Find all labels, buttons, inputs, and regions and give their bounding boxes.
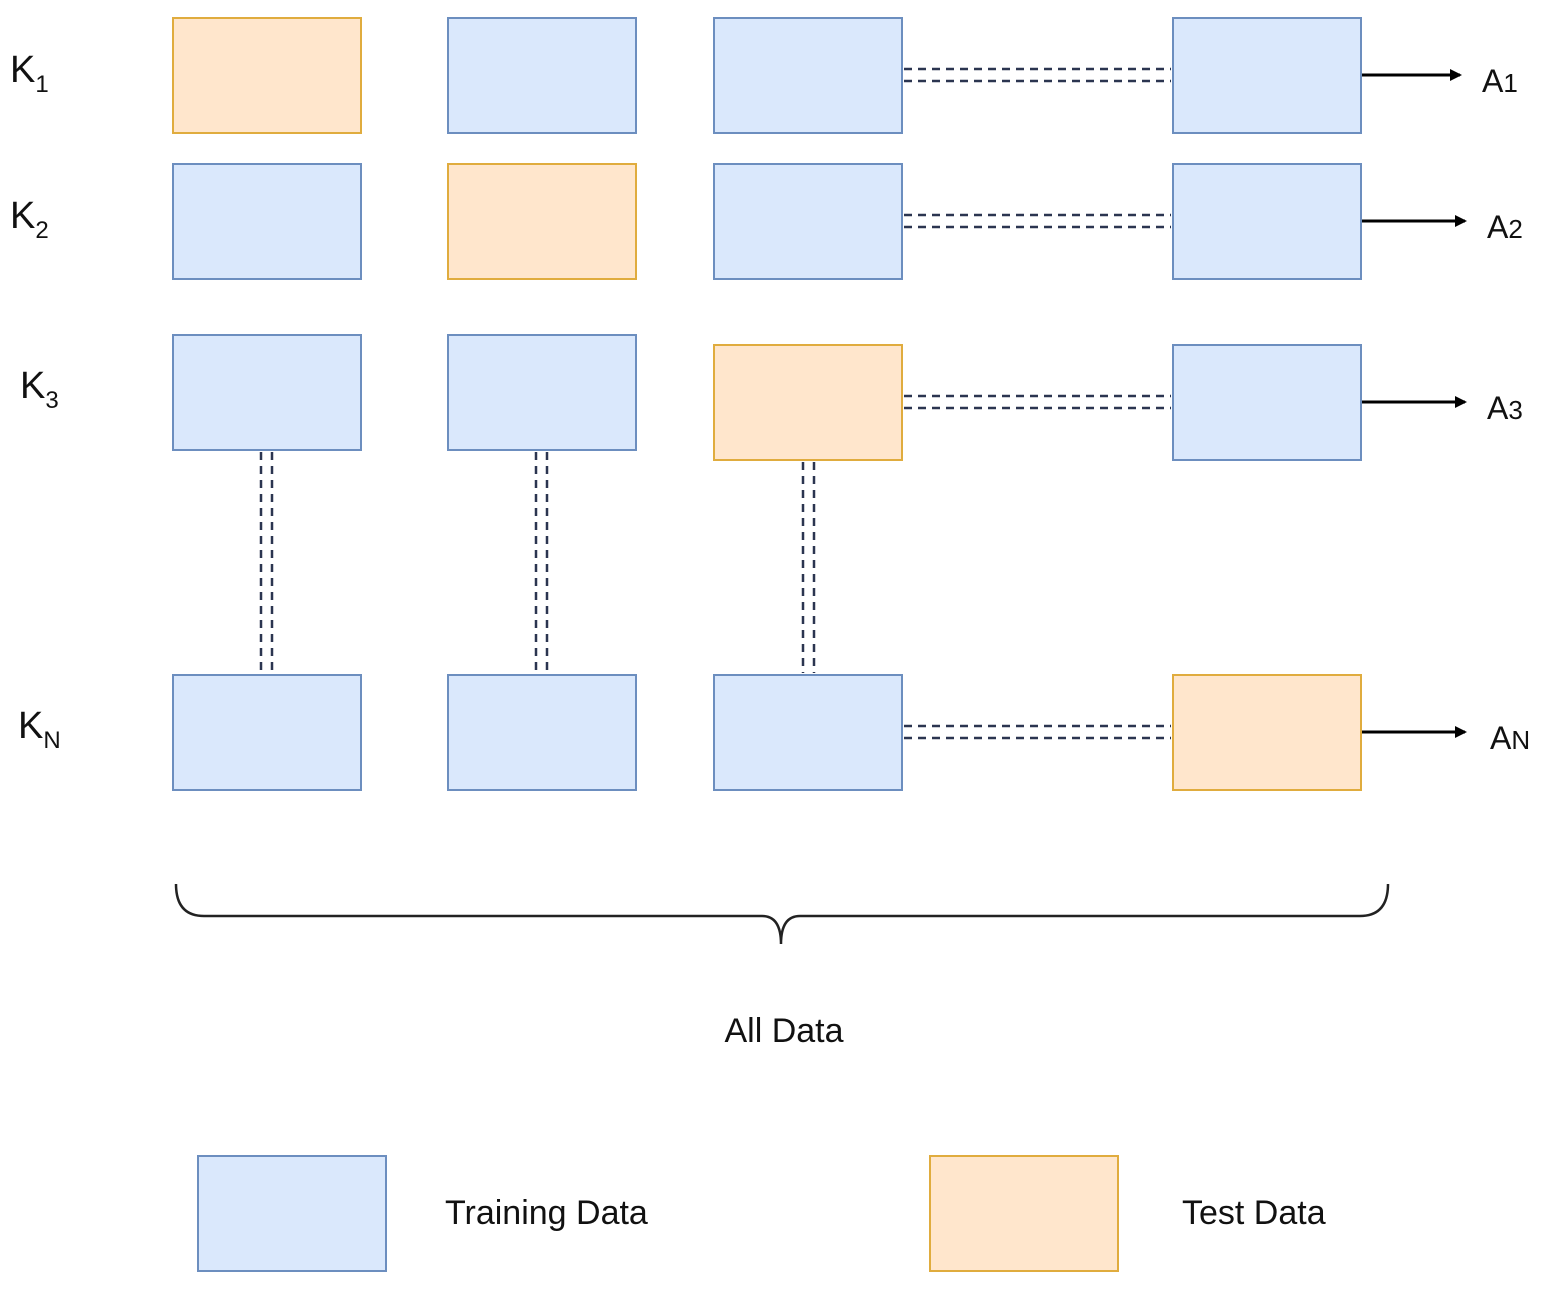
- accuracy-label-1: A1: [1482, 63, 1518, 99]
- fold-3-block-2: [447, 334, 637, 451]
- fold-1-block-2: [447, 17, 637, 134]
- fold-2-block-4: [1172, 163, 1362, 280]
- fold-n-block-4: [1172, 674, 1362, 791]
- fold-1-block-4: [1172, 17, 1362, 134]
- legend-training-swatch: [197, 1155, 387, 1272]
- legend-test-swatch: [929, 1155, 1119, 1272]
- fold-label-3: K3: [20, 365, 59, 414]
- legend-training-label: Training Data: [445, 1194, 648, 1232]
- all-data-brace: [174, 883, 1390, 945]
- fold-2-block-1: [172, 163, 362, 280]
- fold-n-block-3: [713, 674, 903, 791]
- fold-label-2: K2: [10, 195, 49, 244]
- fold-2-block-3: [713, 163, 903, 280]
- fold-3-block-1: [172, 334, 362, 451]
- fold-n-block-1: [172, 674, 362, 791]
- fold-1-block-1: [172, 17, 362, 134]
- fold-label-1: K1: [10, 49, 49, 98]
- fold-2-block-2: [447, 163, 637, 280]
- legend-test-label: Test Data: [1182, 1194, 1326, 1232]
- fold-n-block-2: [447, 674, 637, 791]
- fold-3-block-3: [713, 344, 903, 461]
- accuracy-label-2: A2: [1487, 209, 1523, 245]
- all-data-label: All Data: [724, 1012, 843, 1050]
- fold-1-block-3: [713, 17, 903, 134]
- fold-label-n: KN: [18, 705, 61, 754]
- accuracy-label-n: AN: [1490, 720, 1530, 756]
- fold-3-block-4: [1172, 344, 1362, 461]
- accuracy-label-3: A3: [1487, 390, 1523, 426]
